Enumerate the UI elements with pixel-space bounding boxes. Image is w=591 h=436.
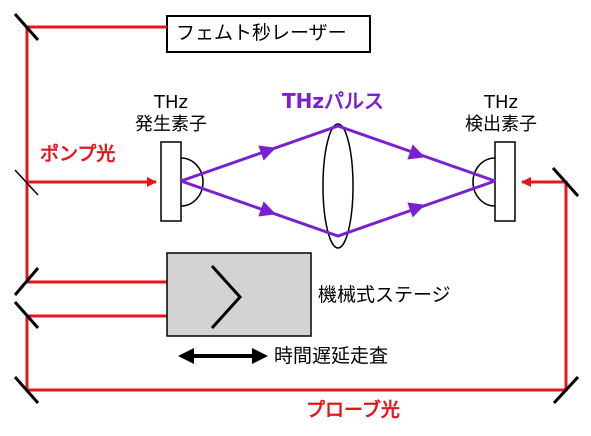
beam-splitter [14,169,39,196]
emitter-label-line2: 発生素子 [135,114,207,135]
detector-label-line1: THz [484,92,518,113]
pump-label: ポンプ光 [40,143,116,165]
mirror-bottom-right [552,375,580,405]
detector-label-line2: 検出素子 [465,114,537,135]
stage-label: 機械式ステージ [318,284,451,306]
detector-element [494,141,516,222]
thz-arrow-1 [258,145,277,161]
laser-box [166,15,371,53]
mirror-top-left [13,13,40,41]
probe-label: プローブ光 [306,399,400,421]
mirror-mid-left-2 [13,301,40,329]
focusing-lens [322,123,354,249]
thz-arrow-2 [258,201,277,217]
emitter-lens [180,157,204,207]
thz-pulse-label: THzパルス [282,89,385,113]
mirror-bottom-left [13,376,40,404]
retro-reflector [210,264,243,330]
mirrors [13,13,580,405]
laser-label: フェムト秒レーザー [176,22,347,44]
mirror-right [551,167,580,197]
emitter-element [160,141,182,222]
thz-arrow-4 [407,202,426,218]
emitter-label-line1: THz [154,92,188,113]
scan-label: 時間遅延走査 [274,345,389,367]
scan-double-arrow [178,348,268,364]
mirror-mid-left-1 [13,267,40,296]
thz-beam [180,124,496,238]
thz-arrowheads [258,144,426,218]
detector-lens [472,157,496,207]
thz-arrow-3 [407,144,426,160]
